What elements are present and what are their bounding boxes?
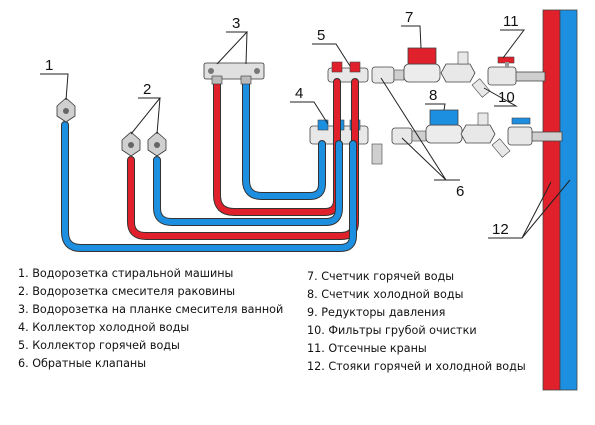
- cold-valve-handle: [511, 117, 531, 125]
- washing-machine-outlet: [56, 97, 76, 123]
- hot-water-meter-body: [403, 63, 441, 83]
- cold-water-meter-body: [425, 124, 463, 144]
- hot-filter: [471, 78, 491, 98]
- callout-6: 6: [456, 183, 464, 200]
- cold-check-valve: [391, 127, 413, 145]
- legend-item-7: 7. Счетчик горячей воды: [307, 270, 455, 283]
- bath-mixer-plate: [203, 62, 265, 85]
- callout-7: 7: [405, 9, 413, 26]
- hot-line-assembly: [327, 47, 517, 98]
- risers: [542, 9, 578, 391]
- cold-riser: [559, 9, 578, 391]
- callout-10: 10: [498, 89, 515, 106]
- legend-left: 1. Водорозетка стиральной машины 2. Водо…: [18, 265, 283, 373]
- callout-5: 5: [317, 27, 325, 44]
- callout-8: 8: [429, 87, 437, 104]
- legend-right: 7. Счетчик горячей воды 8. Счетчик холод…: [307, 268, 526, 376]
- legend-item-10: 10. Фильтры грубой очистки: [307, 324, 477, 337]
- callout-11: 11: [503, 13, 519, 30]
- callout-numbers: 1 2 3 5 4 7 8 11 10 6 12: [45, 9, 519, 238]
- legend-item-3: 3. Водорозетка на планке смесителя ванно…: [18, 303, 284, 316]
- callout-12: 12: [492, 221, 509, 238]
- hot-pressure-reducer: [440, 63, 476, 83]
- hot-water-meter-dial: [407, 47, 437, 65]
- callout-4: 4: [295, 85, 303, 102]
- legend-item-5: 5. Коллектор горячей воды: [18, 339, 180, 352]
- callout-2: 2: [143, 81, 151, 98]
- leader-lines: [40, 25, 571, 239]
- legend-item-2: 2. Водорозетка смесителя раковины: [18, 285, 236, 298]
- cold-water-meter-dial: [429, 109, 459, 126]
- cold-branch-pipe: [529, 131, 563, 142]
- legend-item-4: 4. Коллектор холодной воды: [18, 321, 190, 334]
- legend-item-8: 8. Счетчик холодной воды: [307, 288, 464, 301]
- callout-1: 1: [45, 57, 53, 74]
- cold-shutoff-valve: [507, 126, 533, 146]
- legend-item-11: 11. Отсечные краны: [307, 342, 427, 355]
- hot-branch-pipe: [514, 71, 546, 82]
- cold-filter: [491, 138, 511, 158]
- hot-riser: [542, 9, 561, 391]
- legend-item-6: 6. Обратные клапаны: [18, 357, 147, 370]
- sink-mixer-outlets: [121, 131, 167, 157]
- callout-3: 3: [232, 15, 240, 32]
- cold-pipes: [61, 78, 357, 252]
- cold-pressure-reducer: [460, 124, 496, 144]
- legend-item-9: 9. Редукторы давления: [307, 306, 446, 319]
- legend-item-1: 1. Водорозетка стиральной машины: [18, 267, 234, 280]
- hot-shutoff-valve: [487, 66, 517, 86]
- legend-item-12: 12. Стояки горячей и холодной воды: [307, 360, 526, 373]
